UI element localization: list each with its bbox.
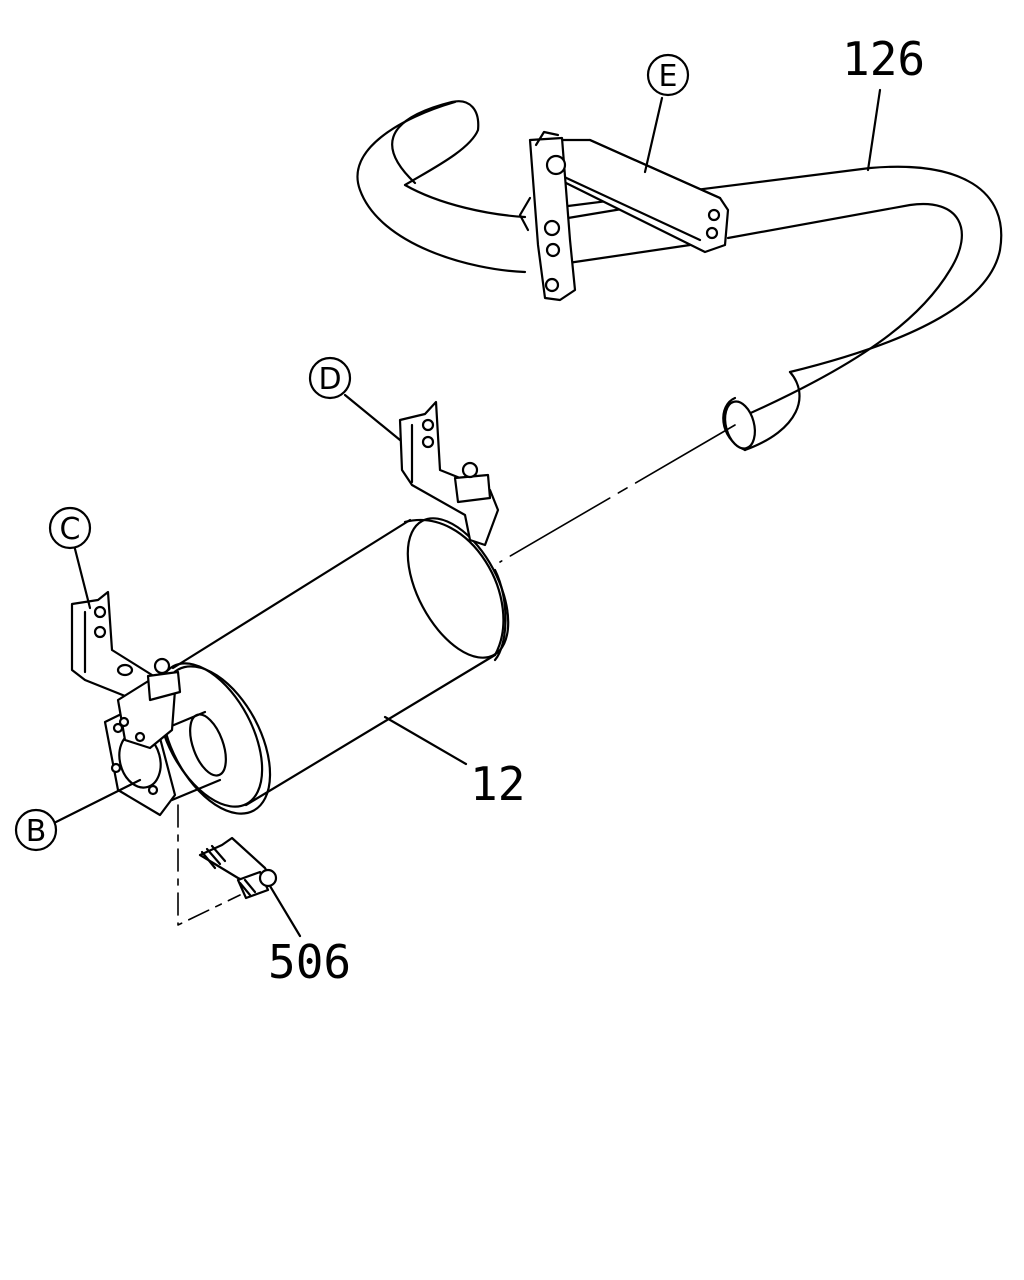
tail-pipe — [356, 100, 1003, 452]
callout-126: 126 — [842, 32, 925, 86]
bolt-set — [198, 836, 278, 900]
leader-b — [54, 778, 142, 824]
leader-506 — [268, 884, 302, 938]
leader-d — [343, 393, 402, 442]
callout-12: 12 — [470, 757, 525, 811]
ref-circle-e — [646, 53, 690, 97]
leader-12 — [383, 715, 468, 766]
bolt-guide-line — [177, 804, 241, 926]
ref-circle-d — [308, 356, 352, 400]
bracket-c — [70, 590, 182, 750]
leader-c — [72, 543, 92, 610]
hanger-bracket-e — [518, 130, 730, 302]
ref-letter-d: D — [318, 362, 341, 397]
leader-e — [643, 96, 664, 174]
callout-506: 506 — [268, 935, 351, 989]
ref-circle-b — [14, 808, 58, 852]
bracket-d — [398, 400, 500, 547]
ref-letter-b: B — [26, 814, 47, 849]
leader-126 — [866, 88, 882, 172]
ref-letter-e: E — [659, 59, 678, 94]
centerline-pipe — [499, 424, 736, 563]
ref-letter-c: C — [60, 512, 81, 547]
ref-circle-c — [48, 506, 92, 550]
